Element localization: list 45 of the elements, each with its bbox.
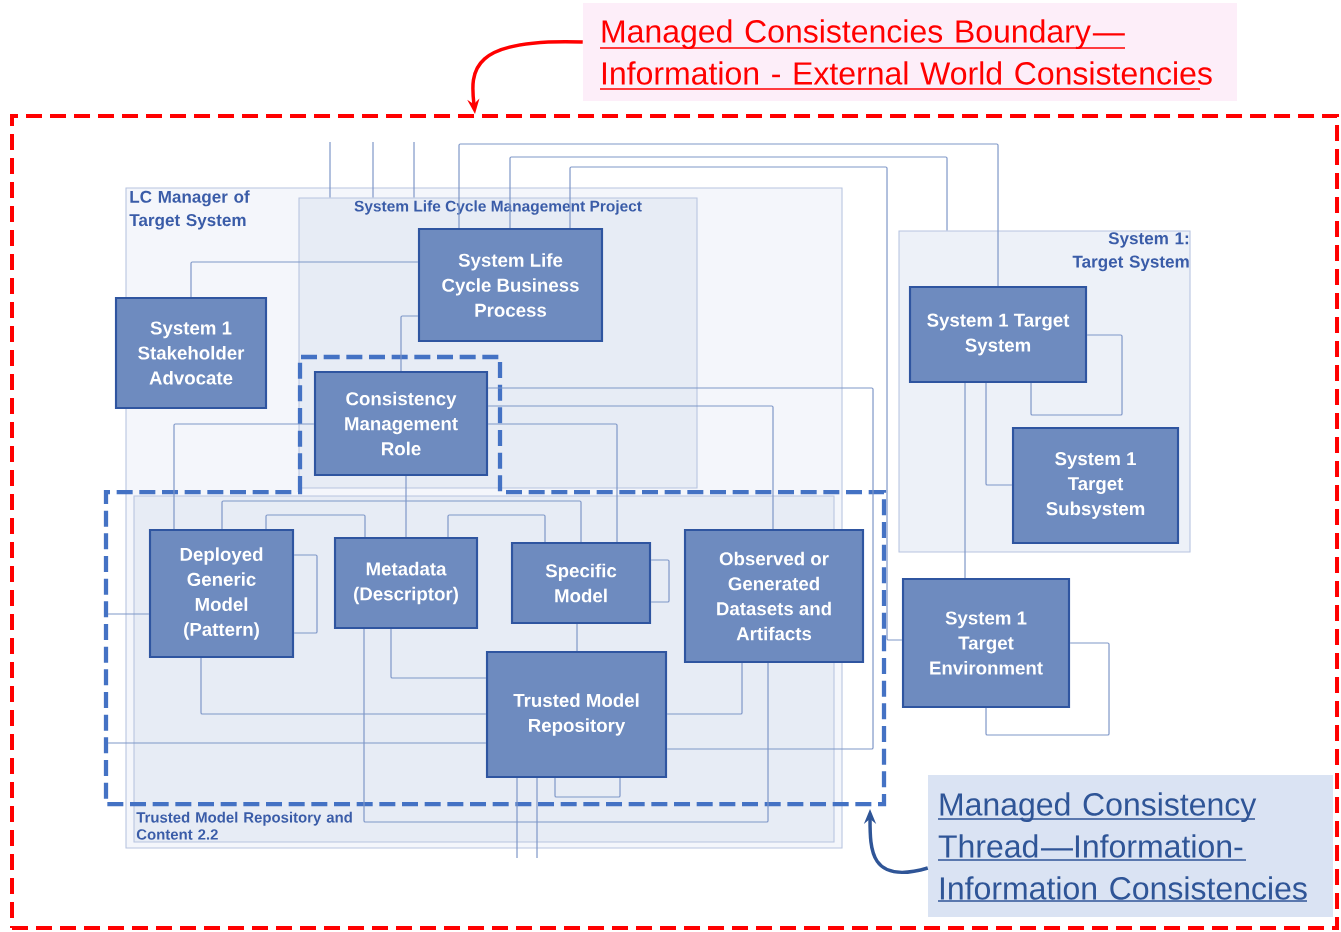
connector [487,405,774,530]
connector [190,261,419,298]
connector [576,623,578,652]
connector [173,423,315,530]
connector [107,613,150,615]
connector [200,657,487,715]
connector [363,628,769,823]
process-box: System Life Cycle Business Process [417,227,604,343]
connector [458,143,999,287]
connector [447,514,546,543]
connector [1030,334,1123,416]
connector [390,628,487,679]
process-box: System 1 Stakeholder Advocate [114,296,268,410]
process-box: System 1 Target System [908,285,1088,384]
process-box: Deployed Generic Model (Pattern) [148,528,295,659]
connector [666,662,743,715]
connector [107,742,487,744]
connector [221,500,582,543]
connector [985,642,1110,736]
process-box: Metadata (Descriptor) [333,536,479,630]
connector [964,382,966,579]
connector [509,156,948,232]
callout-box: Managed Consistency Thread—Information-Information Consistencies [928,775,1333,917]
process-box: Consistency Management Role [313,370,489,477]
process-box: System 1 Target Subsystem [1011,426,1180,545]
process-box: Trusted Model Repository [485,650,668,779]
connector [650,559,670,603]
connector [487,387,874,750]
connector [487,423,618,543]
connector [536,777,538,859]
connector [516,777,518,859]
connector [329,141,331,199]
connector [554,777,621,798]
connector [985,382,1013,486]
connector [569,166,903,641]
connector [405,475,407,538]
dashed-boundary [10,114,1339,930]
connector [372,141,374,199]
connector [293,554,318,634]
connector [413,141,415,199]
process-box: Specific Model [510,541,652,625]
process-box: System 1 Target Environment [901,577,1071,709]
process-box: Observed or Generated Datasets and Artifacts [683,528,865,664]
callout-box: Managed Consistencies Boundary—Information - External World Consistencies [583,3,1237,101]
connector [265,514,366,538]
